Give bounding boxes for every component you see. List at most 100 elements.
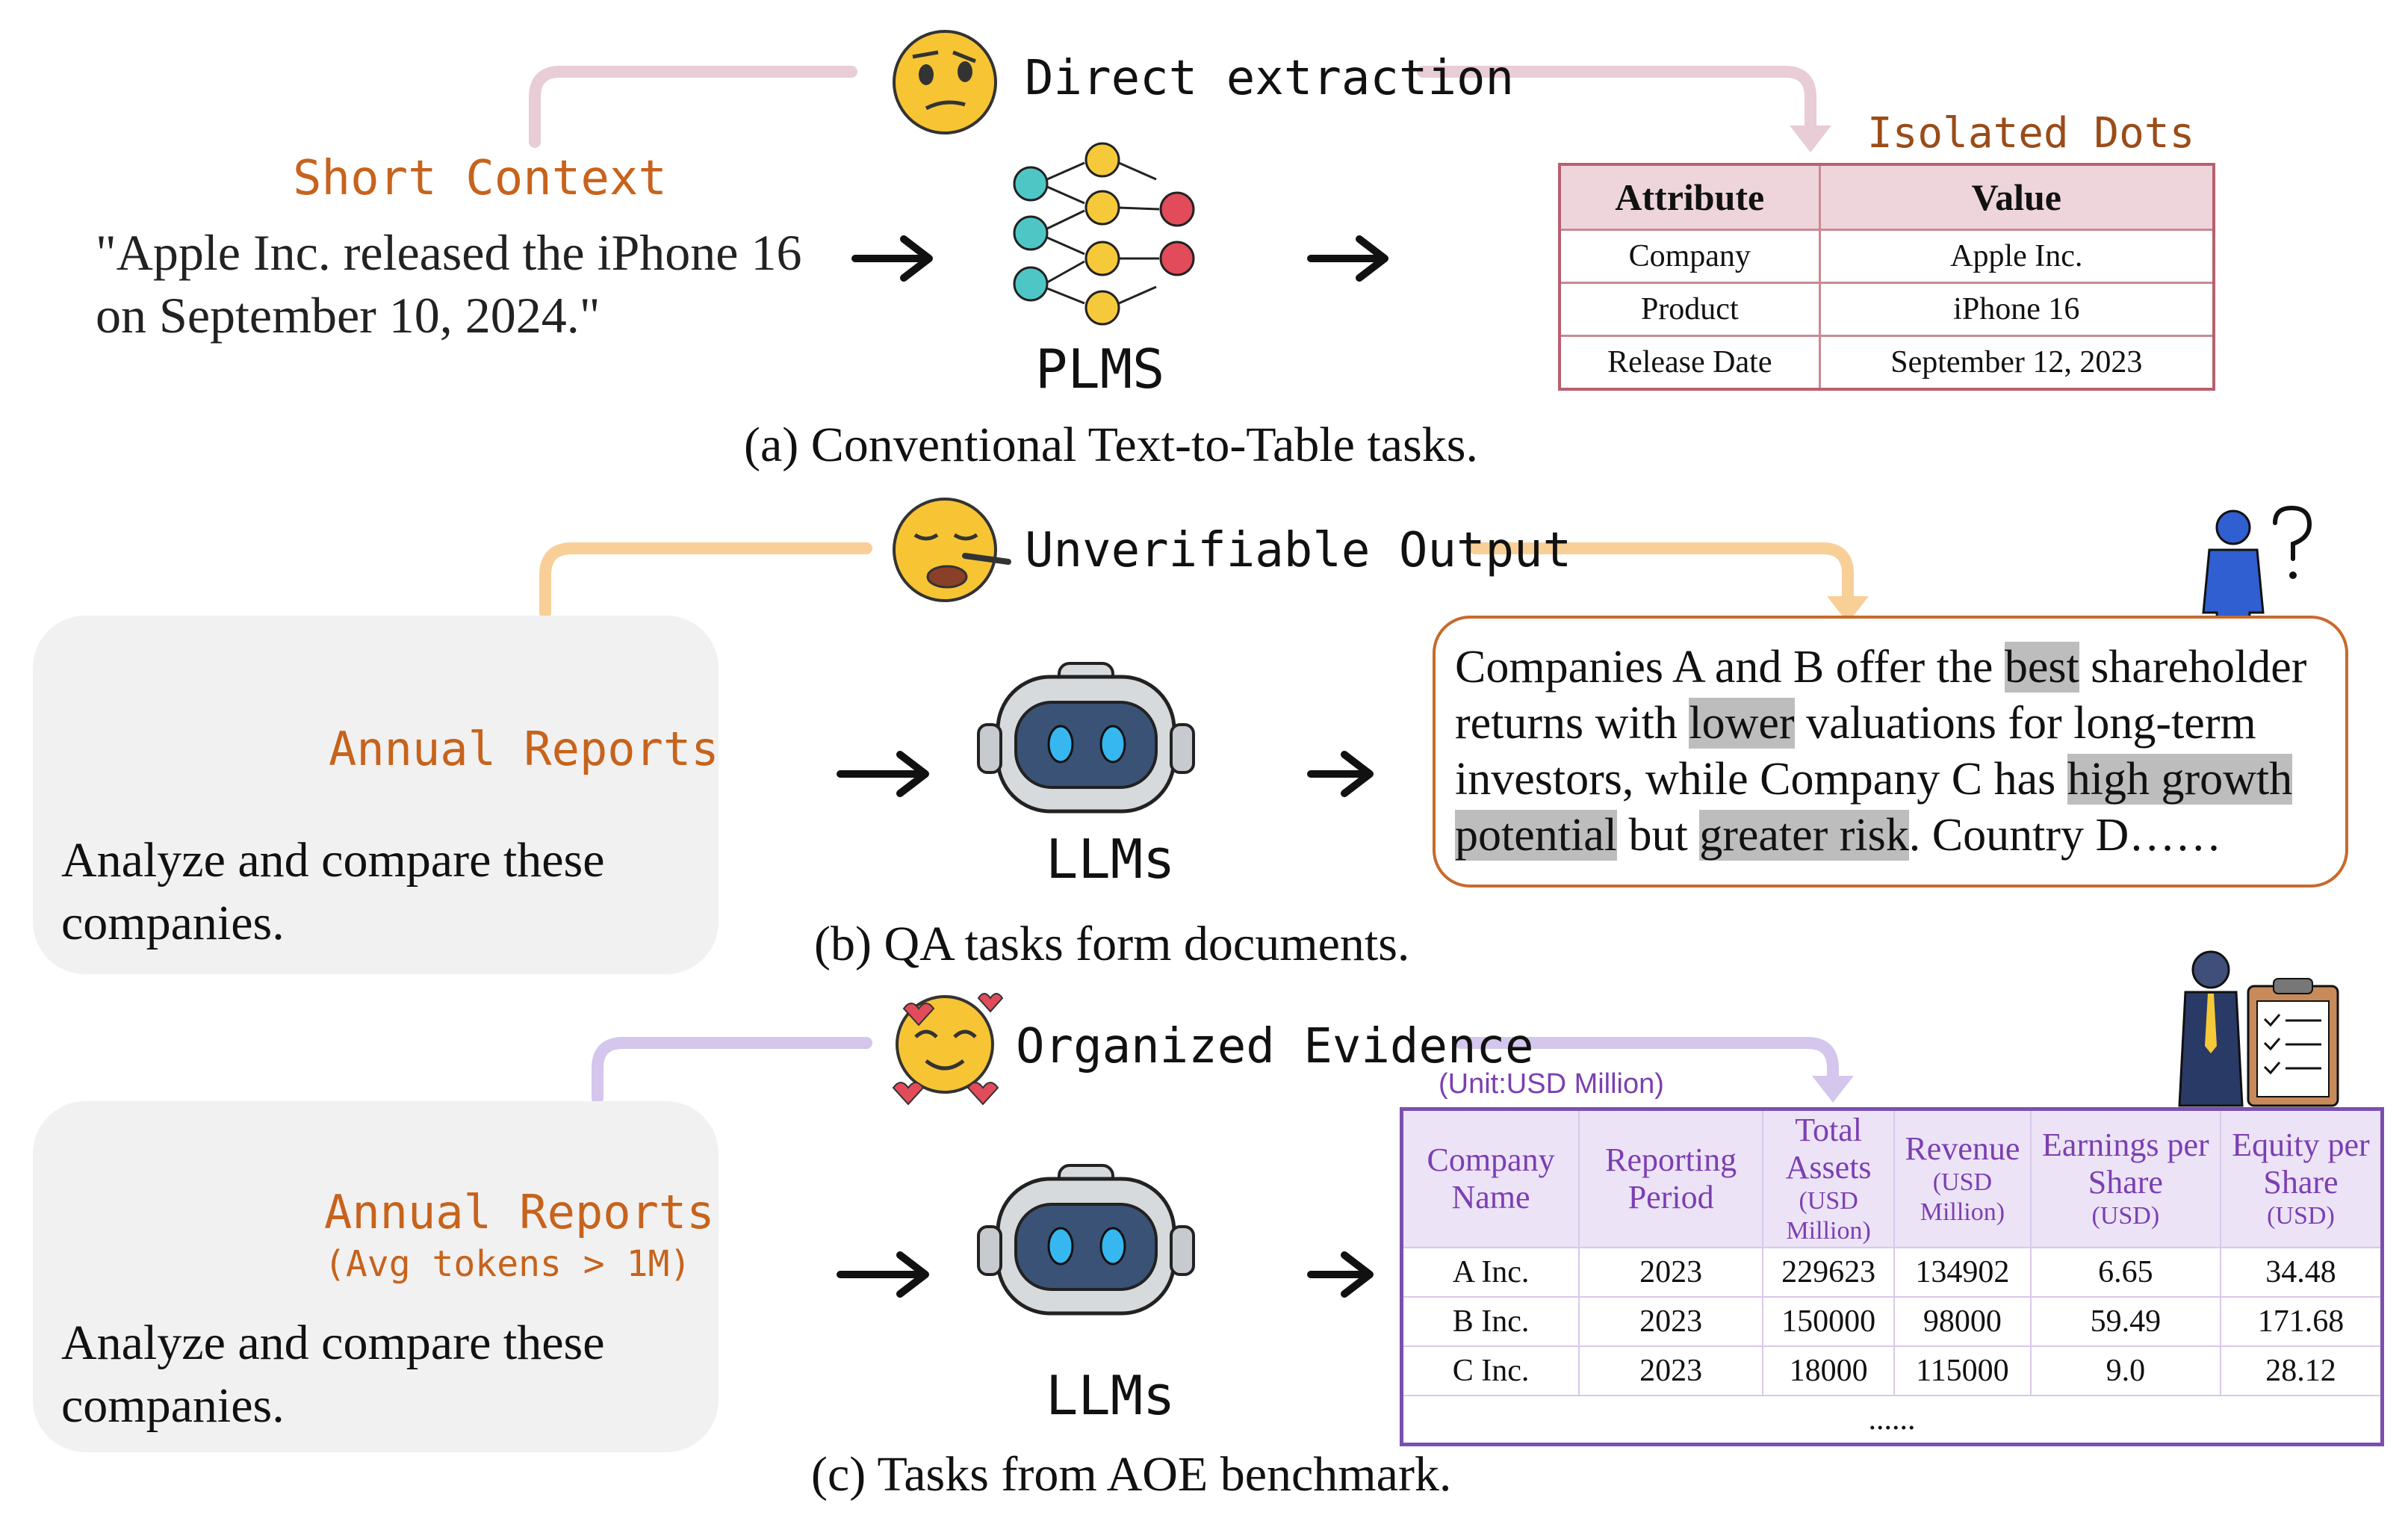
connector-b-right xyxy=(1469,542,1854,604)
caption-b: (b) QA tasks form documents. xyxy=(814,917,1410,971)
answer-segment: valuations for long-term investors, whil… xyxy=(1455,698,2256,805)
table-cell: 2023 xyxy=(1578,1247,1764,1298)
table-c-header: Total Assets(USD Million) xyxy=(1762,1108,1896,1248)
table-cell: 2023 xyxy=(1578,1296,1764,1347)
table-cell: 18000 xyxy=(1762,1345,1896,1396)
answer-segment: shareholder returns with xyxy=(1455,642,2307,749)
arrow-c2 xyxy=(1307,1251,1374,1298)
text-to-table-result: Attribute Value Company Apple Inc. Produ… xyxy=(1558,163,2215,391)
answer-segment: . Country D…… xyxy=(1908,810,2222,861)
highlight-span: lower xyxy=(1689,698,1795,749)
table-c-header-row: Company Name Reporting Period Total Asse… xyxy=(1400,1108,2383,1248)
table-row: C Inc. 2023 18000 115000 9.0 28.12 xyxy=(1400,1345,2383,1396)
unit-label: (Unit:USD Million) xyxy=(1439,1068,1664,1100)
header-sub: (USD) xyxy=(2267,1202,2335,1230)
prompt-panel-c xyxy=(33,1101,719,1452)
arrow-a1 xyxy=(851,235,933,282)
banner-c: Organized Evidence xyxy=(1016,1019,1534,1074)
connector-b-left xyxy=(539,542,872,619)
banner-a: Direct extraction xyxy=(1025,51,1515,106)
skeptical-face-icon xyxy=(893,30,997,134)
table-cell: Company xyxy=(1558,229,1821,284)
arrow-b1 xyxy=(837,751,929,797)
table-cell: A Inc. xyxy=(1400,1247,1580,1298)
table-row: A Inc. 2023 229623 134902 6.65 34.48 xyxy=(1400,1247,2383,1298)
table-cell: B Inc. xyxy=(1400,1296,1580,1347)
table-c-header: Revenue(USD Million) xyxy=(1893,1108,2032,1248)
table-row: Company Apple Inc. xyxy=(1558,229,2215,284)
table-row: Release Date September 12, 2023 xyxy=(1558,335,2215,391)
arrow-a2 xyxy=(1307,235,1388,282)
table-c-header: Earnings per Share(USD) xyxy=(2029,1108,2221,1248)
table-cell: 134902 xyxy=(1893,1247,2032,1298)
plms-label: PLMS xyxy=(1035,338,1165,400)
prompt-text-c: Analyze and compare these companies. xyxy=(61,1316,605,1433)
table-cell: 115000 xyxy=(1893,1345,2032,1396)
connector-c-right xyxy=(1454,1037,1839,1082)
table-ellipsis: ...... xyxy=(1401,1395,2383,1446)
table-cell: 150000 xyxy=(1762,1296,1896,1347)
header-sub: (USD) xyxy=(2091,1202,2160,1230)
header-main: Earnings per Share xyxy=(2042,1127,2209,1201)
avg-tokens-label: (Avg tokens > 1M) xyxy=(324,1243,692,1285)
robot-icon-b xyxy=(977,662,1195,814)
connector-c-arrowhead xyxy=(1812,1076,1854,1103)
neural-network-icon xyxy=(1013,142,1195,326)
table-cell: C Inc. xyxy=(1400,1345,1580,1396)
table-cell: 9.0 xyxy=(2029,1345,2221,1396)
aoe-result-table: Company Name Reporting Period Total Asse… xyxy=(1400,1107,2384,1446)
banner-b: Unverifiable Output xyxy=(1025,523,1572,578)
table-cell: September 12, 2023 xyxy=(1818,335,2215,391)
robot-icon-c xyxy=(977,1164,1195,1316)
table-cell: 59.49 xyxy=(2029,1296,2221,1347)
highlight-span: greater risk xyxy=(1699,810,1909,861)
caption-c: (c) Tasks from AOE benchmark. xyxy=(811,1447,1452,1502)
answer-segment: Companies A and B offer the xyxy=(1455,642,2005,693)
loving-face-icon xyxy=(892,993,1004,1106)
connector-a-arrowhead xyxy=(1790,126,1831,152)
answer-segment: but xyxy=(1616,810,1700,861)
table-cell: 6.65 xyxy=(2029,1247,2221,1298)
unsure-face-icon xyxy=(893,498,1011,602)
header-sub: (USD Million) xyxy=(1920,1168,2005,1226)
prompt-panel-b xyxy=(33,616,719,974)
header-main: Reporting Period xyxy=(1605,1142,1737,1215)
annual-reports-label-c: Annual Reports xyxy=(324,1185,715,1239)
header-main: Equity per Share xyxy=(2232,1127,2370,1201)
arrow-c1 xyxy=(837,1251,929,1298)
analyst-clipboard-icon xyxy=(2178,950,2339,1107)
table-a-header: Value xyxy=(1818,163,2215,231)
table-cell: iPhone 16 xyxy=(1818,282,2215,337)
table-c-header: Company Name xyxy=(1400,1108,1580,1248)
connector-a-right xyxy=(1417,66,1816,133)
table-cell: 34.48 xyxy=(2219,1247,2383,1298)
header-main: Company Name xyxy=(1427,1142,1555,1215)
annual-reports-label-b: Annual Reports xyxy=(329,722,719,776)
table-cell: 28.12 xyxy=(2219,1345,2383,1396)
table-c-header: Equity per Share(USD) xyxy=(2219,1108,2383,1248)
table-cell: 229623 xyxy=(1762,1247,1896,1298)
connector-a-left xyxy=(529,66,857,148)
table-cell: Release Date xyxy=(1558,335,1821,391)
table-ellipsis-row: ...... xyxy=(1401,1395,2383,1446)
connector-c-left xyxy=(592,1037,872,1104)
arrow-b2 xyxy=(1307,751,1374,797)
table-cell: 2023 xyxy=(1578,1345,1764,1396)
table-row: B Inc. 2023 150000 98000 59.49 171.68 xyxy=(1400,1296,2383,1347)
table-cell: Product xyxy=(1558,282,1821,337)
prompt-text-b: Analyze and compare these companies. xyxy=(61,833,605,950)
table-cell: Apple Inc. xyxy=(1818,229,2215,284)
highlight-span: best xyxy=(2004,642,2079,693)
header-main: Revenue xyxy=(1905,1130,2020,1167)
context-text: "Apple Inc. released the iPhone 16 on Se… xyxy=(96,224,802,344)
table-row: Product iPhone 16 xyxy=(1558,282,2215,337)
header-sub: (USD Million) xyxy=(1786,1187,1871,1245)
llms-label-c: LLMs xyxy=(1046,1364,1176,1427)
table-a-header: Attribute xyxy=(1558,163,1821,231)
caption-a: (a) Conventional Text-to-Table tasks. xyxy=(744,418,1478,472)
connector-b-arrowhead xyxy=(1827,596,1869,623)
table-c-header: Reporting Period xyxy=(1578,1108,1764,1248)
header-main: Total Assets xyxy=(1785,1112,1872,1186)
answer-text: Companies A and B offer the best shareho… xyxy=(1455,639,2329,864)
